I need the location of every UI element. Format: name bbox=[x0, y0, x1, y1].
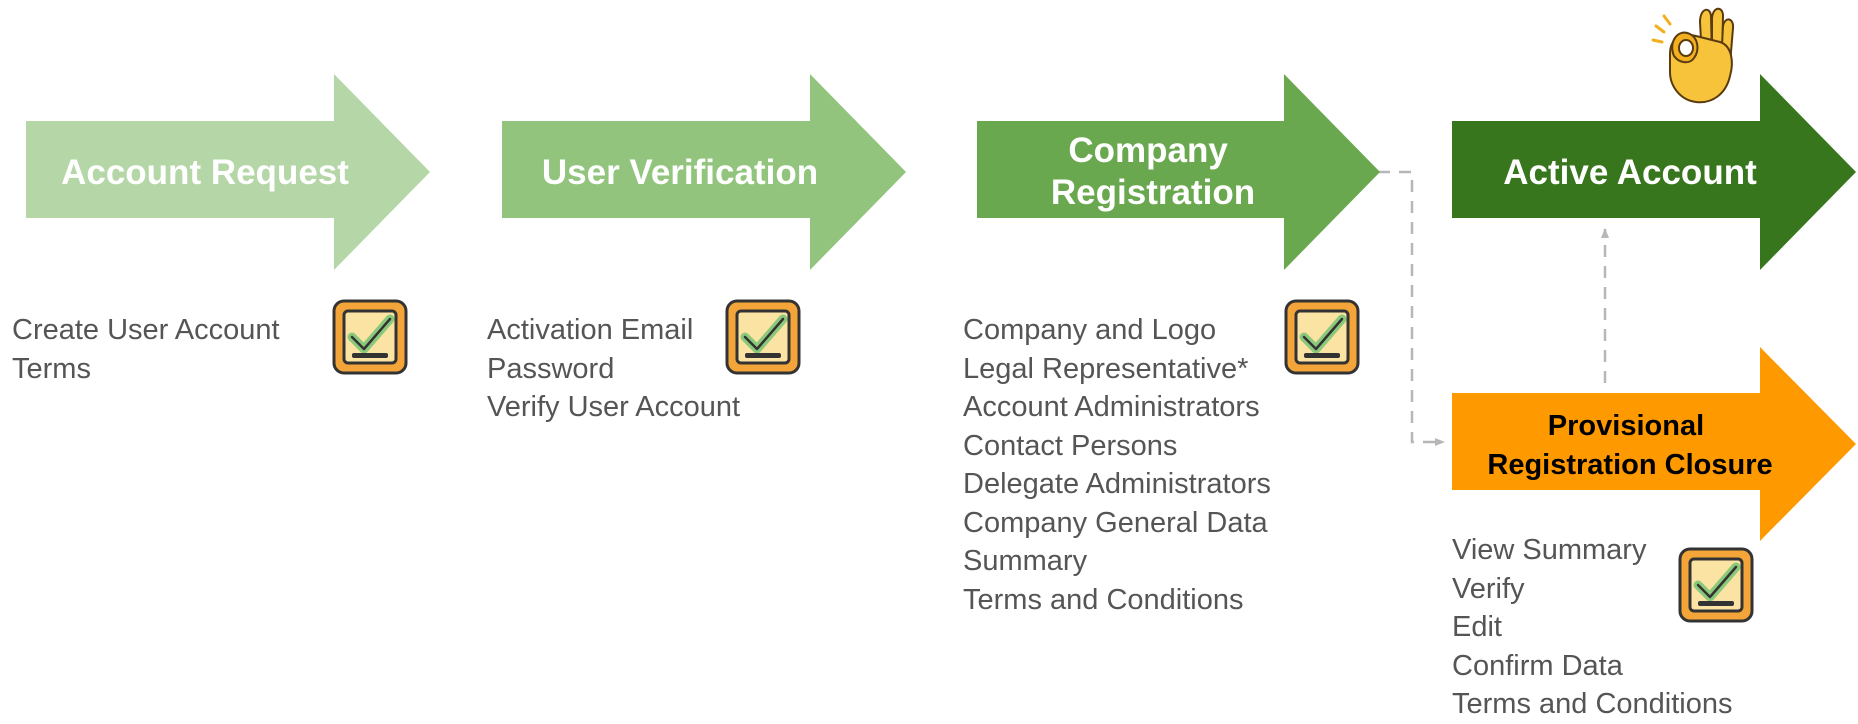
step-item: Company and Logo bbox=[963, 314, 1217, 346]
stage-title-line: Registration bbox=[1051, 173, 1255, 212]
stage-arrow-active-account: Active Account bbox=[1452, 74, 1856, 270]
stage-arrow-account-request: Account Request bbox=[26, 74, 430, 270]
checkbox-checked-icon bbox=[332, 299, 408, 375]
step-item: Delegate Administrators bbox=[963, 468, 1271, 500]
checkbox-checked-icon bbox=[1284, 299, 1360, 375]
ok-hand-icon bbox=[1651, 7, 1735, 104]
step-item: Contact Persons bbox=[963, 429, 1178, 462]
step-item: Verify bbox=[1452, 572, 1525, 605]
checkbox-checked-icon bbox=[725, 299, 801, 375]
stage-arrow-user-verification: User Verification bbox=[502, 74, 906, 270]
stage-title: Provisional Registration Closure bbox=[1487, 410, 1772, 481]
arrow-shape bbox=[1452, 74, 1856, 270]
stage-title-line: Account Request bbox=[61, 153, 349, 192]
arrow-shape bbox=[1452, 347, 1856, 541]
stage-arrow-company-registration: Company Registration bbox=[977, 74, 1380, 270]
step-item: Terms bbox=[12, 352, 91, 385]
step-item: Activation Email bbox=[487, 314, 694, 346]
step-item: View Summary bbox=[1452, 534, 1647, 566]
step-item: Legal Representative* bbox=[963, 352, 1249, 385]
step-item: Password bbox=[487, 352, 615, 385]
step-item: Create User Account bbox=[12, 314, 280, 346]
stage-title: Company Registration bbox=[1051, 131, 1255, 212]
stage-title: Account Request bbox=[61, 153, 349, 192]
step-item: Edit bbox=[1452, 611, 1502, 643]
checkbox-checked-icon bbox=[1678, 547, 1754, 623]
connector-company-to-provisional bbox=[1378, 170, 1445, 446]
step-item: Terms and Conditions bbox=[963, 583, 1244, 616]
stage-title-line: User Verification bbox=[542, 153, 818, 192]
step-item: Account Administrators bbox=[963, 391, 1260, 423]
step-item: Summary bbox=[963, 545, 1088, 577]
step-item: Terms and Conditions bbox=[1452, 688, 1733, 720]
stage-arrow-provisional-registration-closure: Provisional Registration Closure bbox=[1452, 347, 1856, 541]
stage-title-line: Registration Closure bbox=[1487, 449, 1772, 481]
step-item: Verify User Account bbox=[487, 391, 741, 423]
step-item: Company General Data bbox=[963, 506, 1268, 539]
arrow-shape bbox=[26, 74, 430, 270]
stage-title: Active Account bbox=[1503, 153, 1757, 192]
arrow-shape bbox=[977, 74, 1380, 270]
connector-lines bbox=[1378, 170, 1609, 446]
arrow-shape bbox=[502, 74, 906, 270]
stage-title-line: Company bbox=[1068, 131, 1228, 170]
stage-title: User Verification bbox=[542, 153, 818, 192]
stage-title-line: Active Account bbox=[1503, 153, 1757, 192]
stage-title-line: Provisional bbox=[1548, 410, 1704, 442]
step-item: Confirm Data bbox=[1452, 649, 1623, 682]
